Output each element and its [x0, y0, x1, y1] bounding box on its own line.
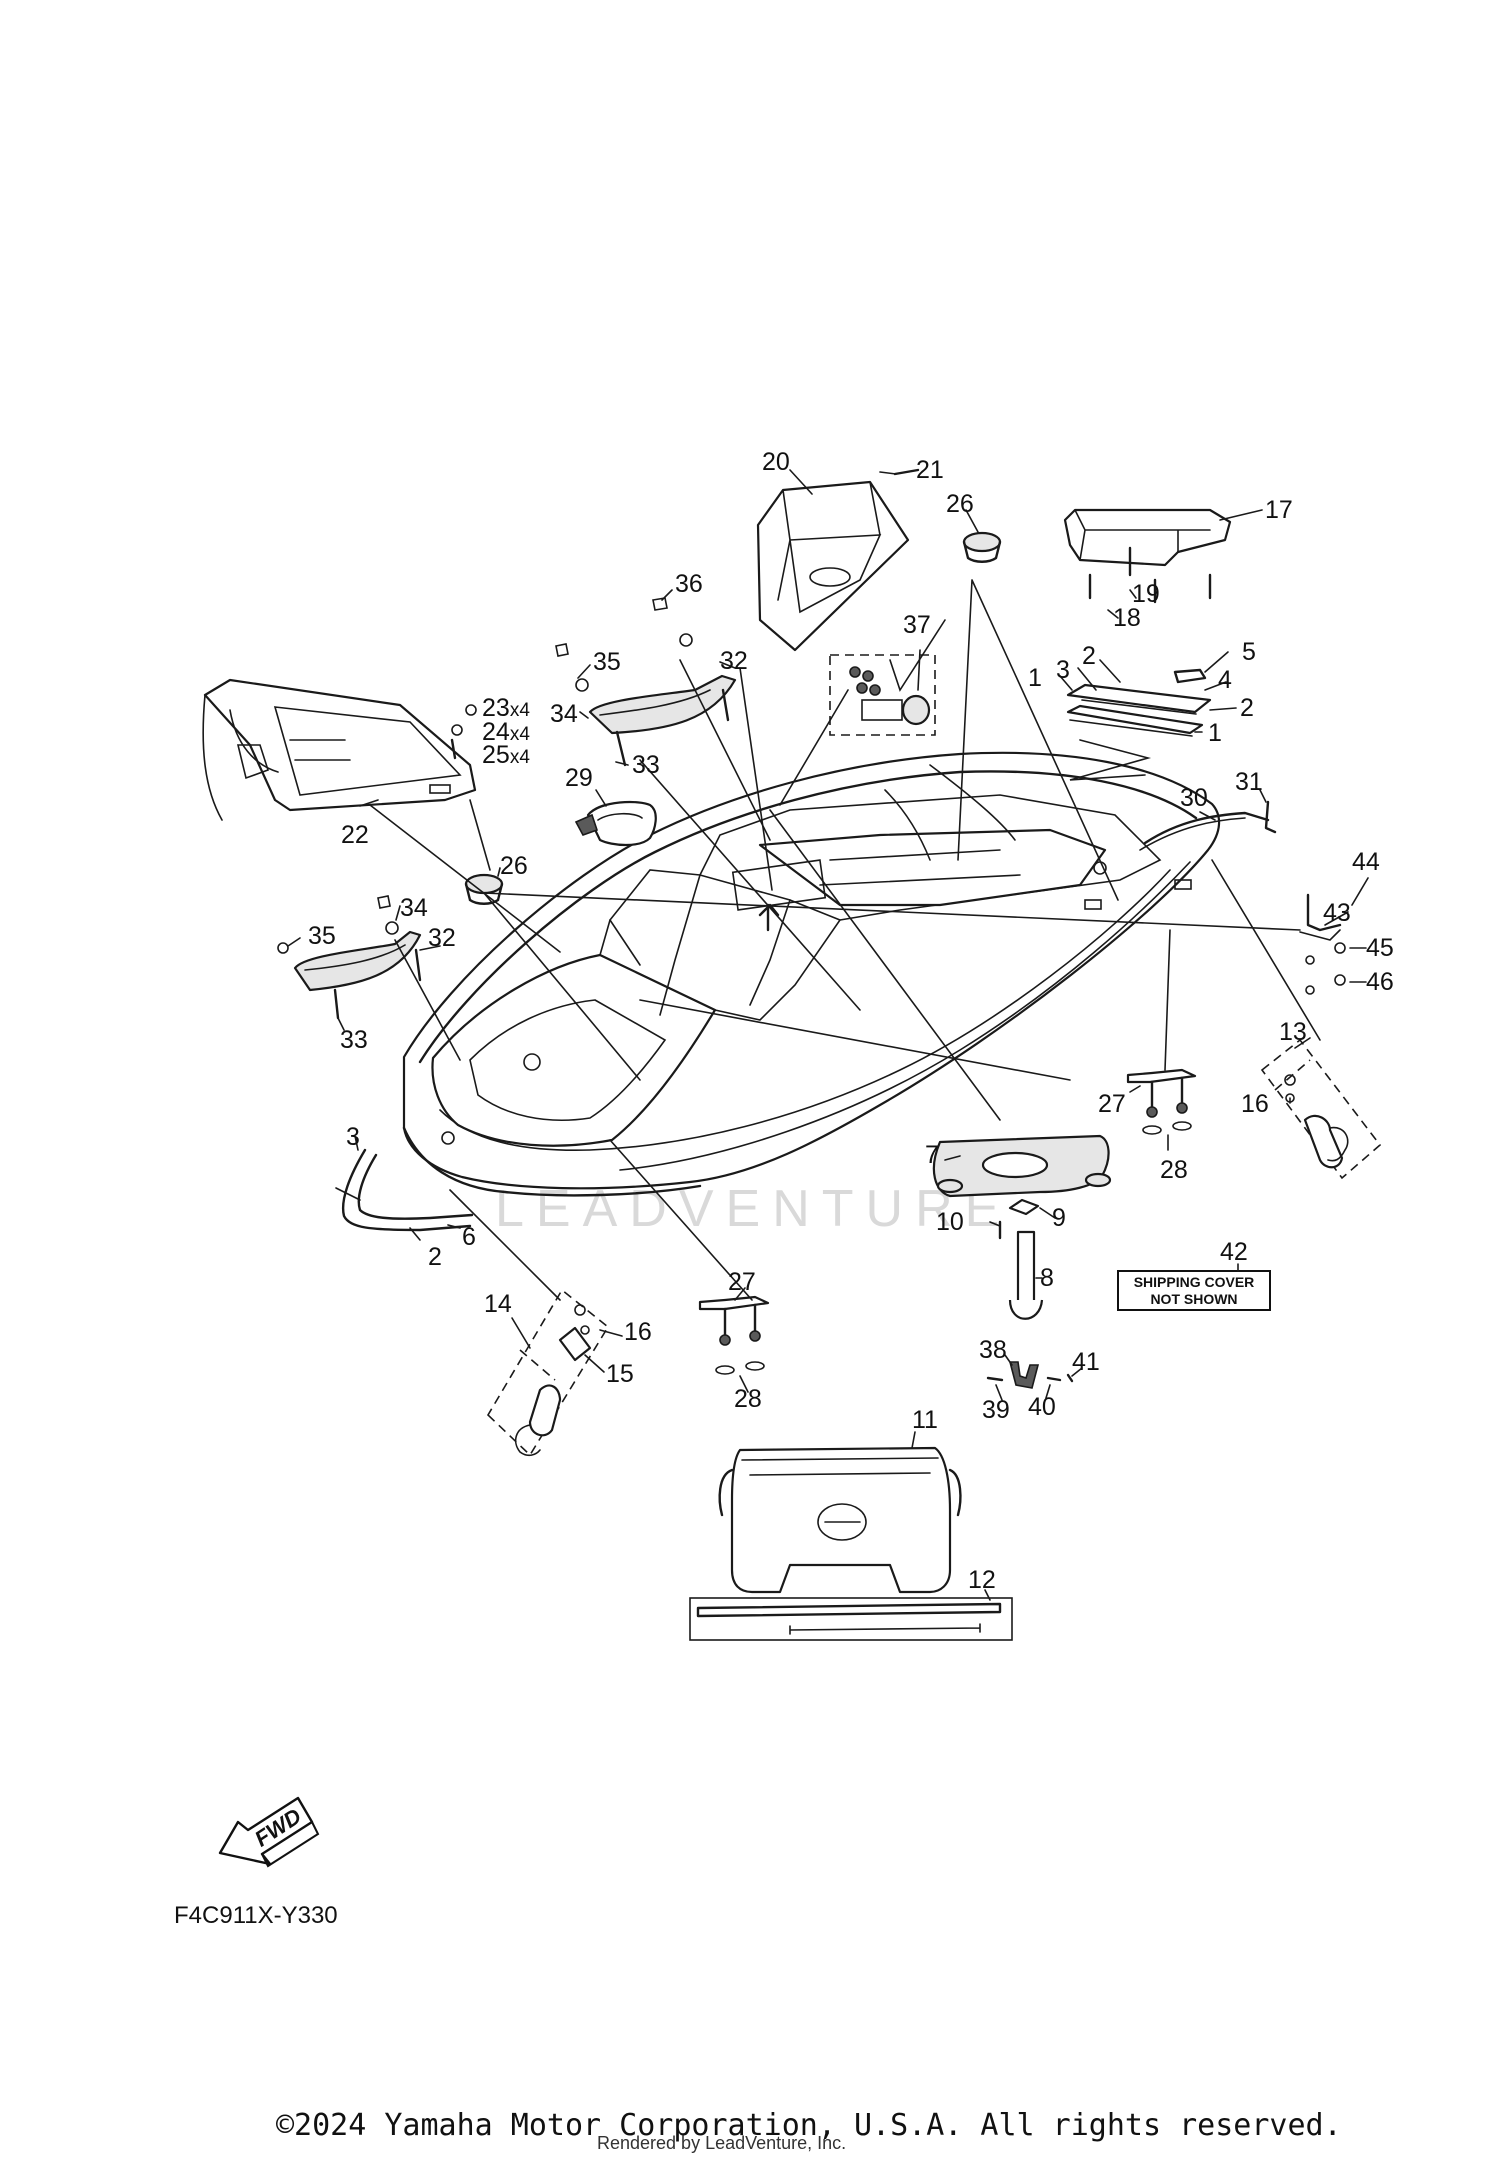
- part-rod-12: [689, 1597, 1013, 1641]
- callout-27: 27: [728, 1268, 756, 1296]
- callout-16: 16: [624, 1318, 652, 1346]
- diagram-code: F4C911X-Y330: [174, 1902, 338, 1929]
- callout-10: 10: [936, 1208, 964, 1236]
- callout-5: 5: [1242, 638, 1256, 666]
- forward-arrow-icon: FWD: [218, 1796, 320, 1868]
- callout-17: 17: [1265, 496, 1293, 524]
- callout-12: 12: [968, 1566, 996, 1594]
- callout-19: 19: [1132, 580, 1160, 608]
- callout-3: 3: [346, 1123, 360, 1151]
- part-storage-bin: [756, 480, 910, 652]
- callout-8: 8: [1040, 1264, 1054, 1292]
- callout-37: 37: [903, 611, 931, 639]
- callout-2: 2: [428, 1243, 442, 1271]
- part-bracket-38-41: [986, 1361, 1074, 1389]
- callout-35: 35: [593, 648, 621, 676]
- callout-28: 28: [734, 1385, 762, 1413]
- watermark-text: LEADVENTURE: [495, 1180, 1011, 1238]
- callout-40: 40: [1028, 1393, 1056, 1421]
- callout-41: 41: [1072, 1348, 1100, 1376]
- callout-6: 6: [462, 1223, 476, 1251]
- callout-9: 9: [1052, 1204, 1066, 1232]
- callout-1: 1: [1028, 664, 1042, 692]
- callout-38: 38: [979, 1336, 1007, 1364]
- callout-32: 32: [428, 924, 456, 952]
- callout-24: 24x4: [482, 718, 530, 746]
- callout-33: 33: [632, 751, 660, 779]
- callout-32: 32: [720, 647, 748, 675]
- part-bracket-17: [1063, 508, 1232, 604]
- callout-33: 33: [340, 1026, 368, 1054]
- copyright-text: ©2024 Yamaha Motor Corporation, U.S.A. A…: [276, 2108, 1342, 2143]
- callout-36: 36: [675, 570, 703, 598]
- part-grab-handle-lower: [277, 895, 422, 1020]
- part-cover-frame-22: [202, 678, 477, 821]
- callout-39: 39: [982, 1396, 1010, 1424]
- part-tow-eye-14: [486, 1288, 610, 1457]
- part-cooler-11: [718, 1446, 962, 1594]
- callout-4: 4: [1218, 666, 1232, 694]
- shipping-note-line2: NOT SHOWN: [1150, 1291, 1237, 1307]
- callout-30: 30: [1180, 784, 1208, 812]
- part-cleat-right: [1126, 1068, 1197, 1135]
- callout-29: 29: [565, 764, 593, 792]
- callout-45: 45: [1366, 934, 1394, 962]
- callout-22: 22: [341, 821, 369, 849]
- callout-2: 2: [1240, 694, 1254, 722]
- part-cable-30-31: [1139, 800, 1277, 851]
- shipping-note-box: SHIPPING COVER NOT SHOWN: [1117, 1270, 1271, 1311]
- callout-34: 34: [550, 700, 578, 728]
- part-table-base-8-10: [998, 1198, 1044, 1320]
- callout-21: 21: [916, 456, 944, 484]
- callout-26: 26: [946, 490, 974, 518]
- callout-labels: 20 21 26 17 19 18 36 37 32 35 34 33 2 5 …: [308, 448, 1394, 1594]
- callout-42: 42: [1220, 1238, 1248, 1266]
- part-hinge-43-46: [1299, 893, 1346, 995]
- part-grab-handle-upper: [555, 597, 737, 767]
- part-kit-37: [829, 654, 936, 736]
- callout-27: 27: [1098, 1090, 1126, 1118]
- callout-26: 26: [500, 852, 528, 880]
- callout-20: 20: [762, 448, 790, 476]
- callout-14: 14: [484, 1290, 512, 1318]
- callout-2: 2: [1082, 642, 1096, 670]
- callout-31: 31: [1235, 768, 1263, 796]
- callout-44: 44: [1352, 848, 1380, 876]
- leader-lines: [287, 469, 1369, 1601]
- callout-34: 34: [400, 894, 428, 922]
- part-rub-rail-bow: [335, 1148, 474, 1232]
- callout-43: 43: [1323, 899, 1351, 927]
- callout-7: 7: [925, 1141, 939, 1169]
- part-screw-21: [893, 468, 920, 476]
- part-tow-eye-13: [1260, 1038, 1382, 1180]
- callout-3: 3: [1056, 656, 1070, 684]
- callout-13: 13: [1279, 1018, 1307, 1046]
- callout-25: 25x4: [482, 741, 530, 769]
- callout-35: 35: [308, 922, 336, 950]
- callout-23: 23x4: [482, 694, 530, 722]
- callout-11: 11: [912, 1406, 938, 1434]
- callout-16: 16: [1241, 1090, 1269, 1118]
- part-rail-set: [1066, 668, 1212, 781]
- shipping-note-line1: SHIPPING COVER: [1134, 1274, 1255, 1290]
- part-screws-23-25: [450, 704, 477, 760]
- part-cup-holder: [464, 531, 1002, 905]
- part-mirror-29: [574, 800, 657, 847]
- callout-28: 28: [1160, 1156, 1188, 1184]
- boat-hull: [402, 751, 1221, 1197]
- part-cleat-center: [698, 1295, 770, 1375]
- rendered-by-text: Rendered by LeadVenture, Inc.: [597, 2133, 847, 2153]
- callout-46: 46: [1366, 968, 1394, 996]
- part-table-7: [932, 1134, 1112, 1198]
- callout-15: 15: [606, 1360, 634, 1388]
- callout-1: 1: [1208, 719, 1222, 747]
- callout-18: 18: [1113, 604, 1141, 632]
